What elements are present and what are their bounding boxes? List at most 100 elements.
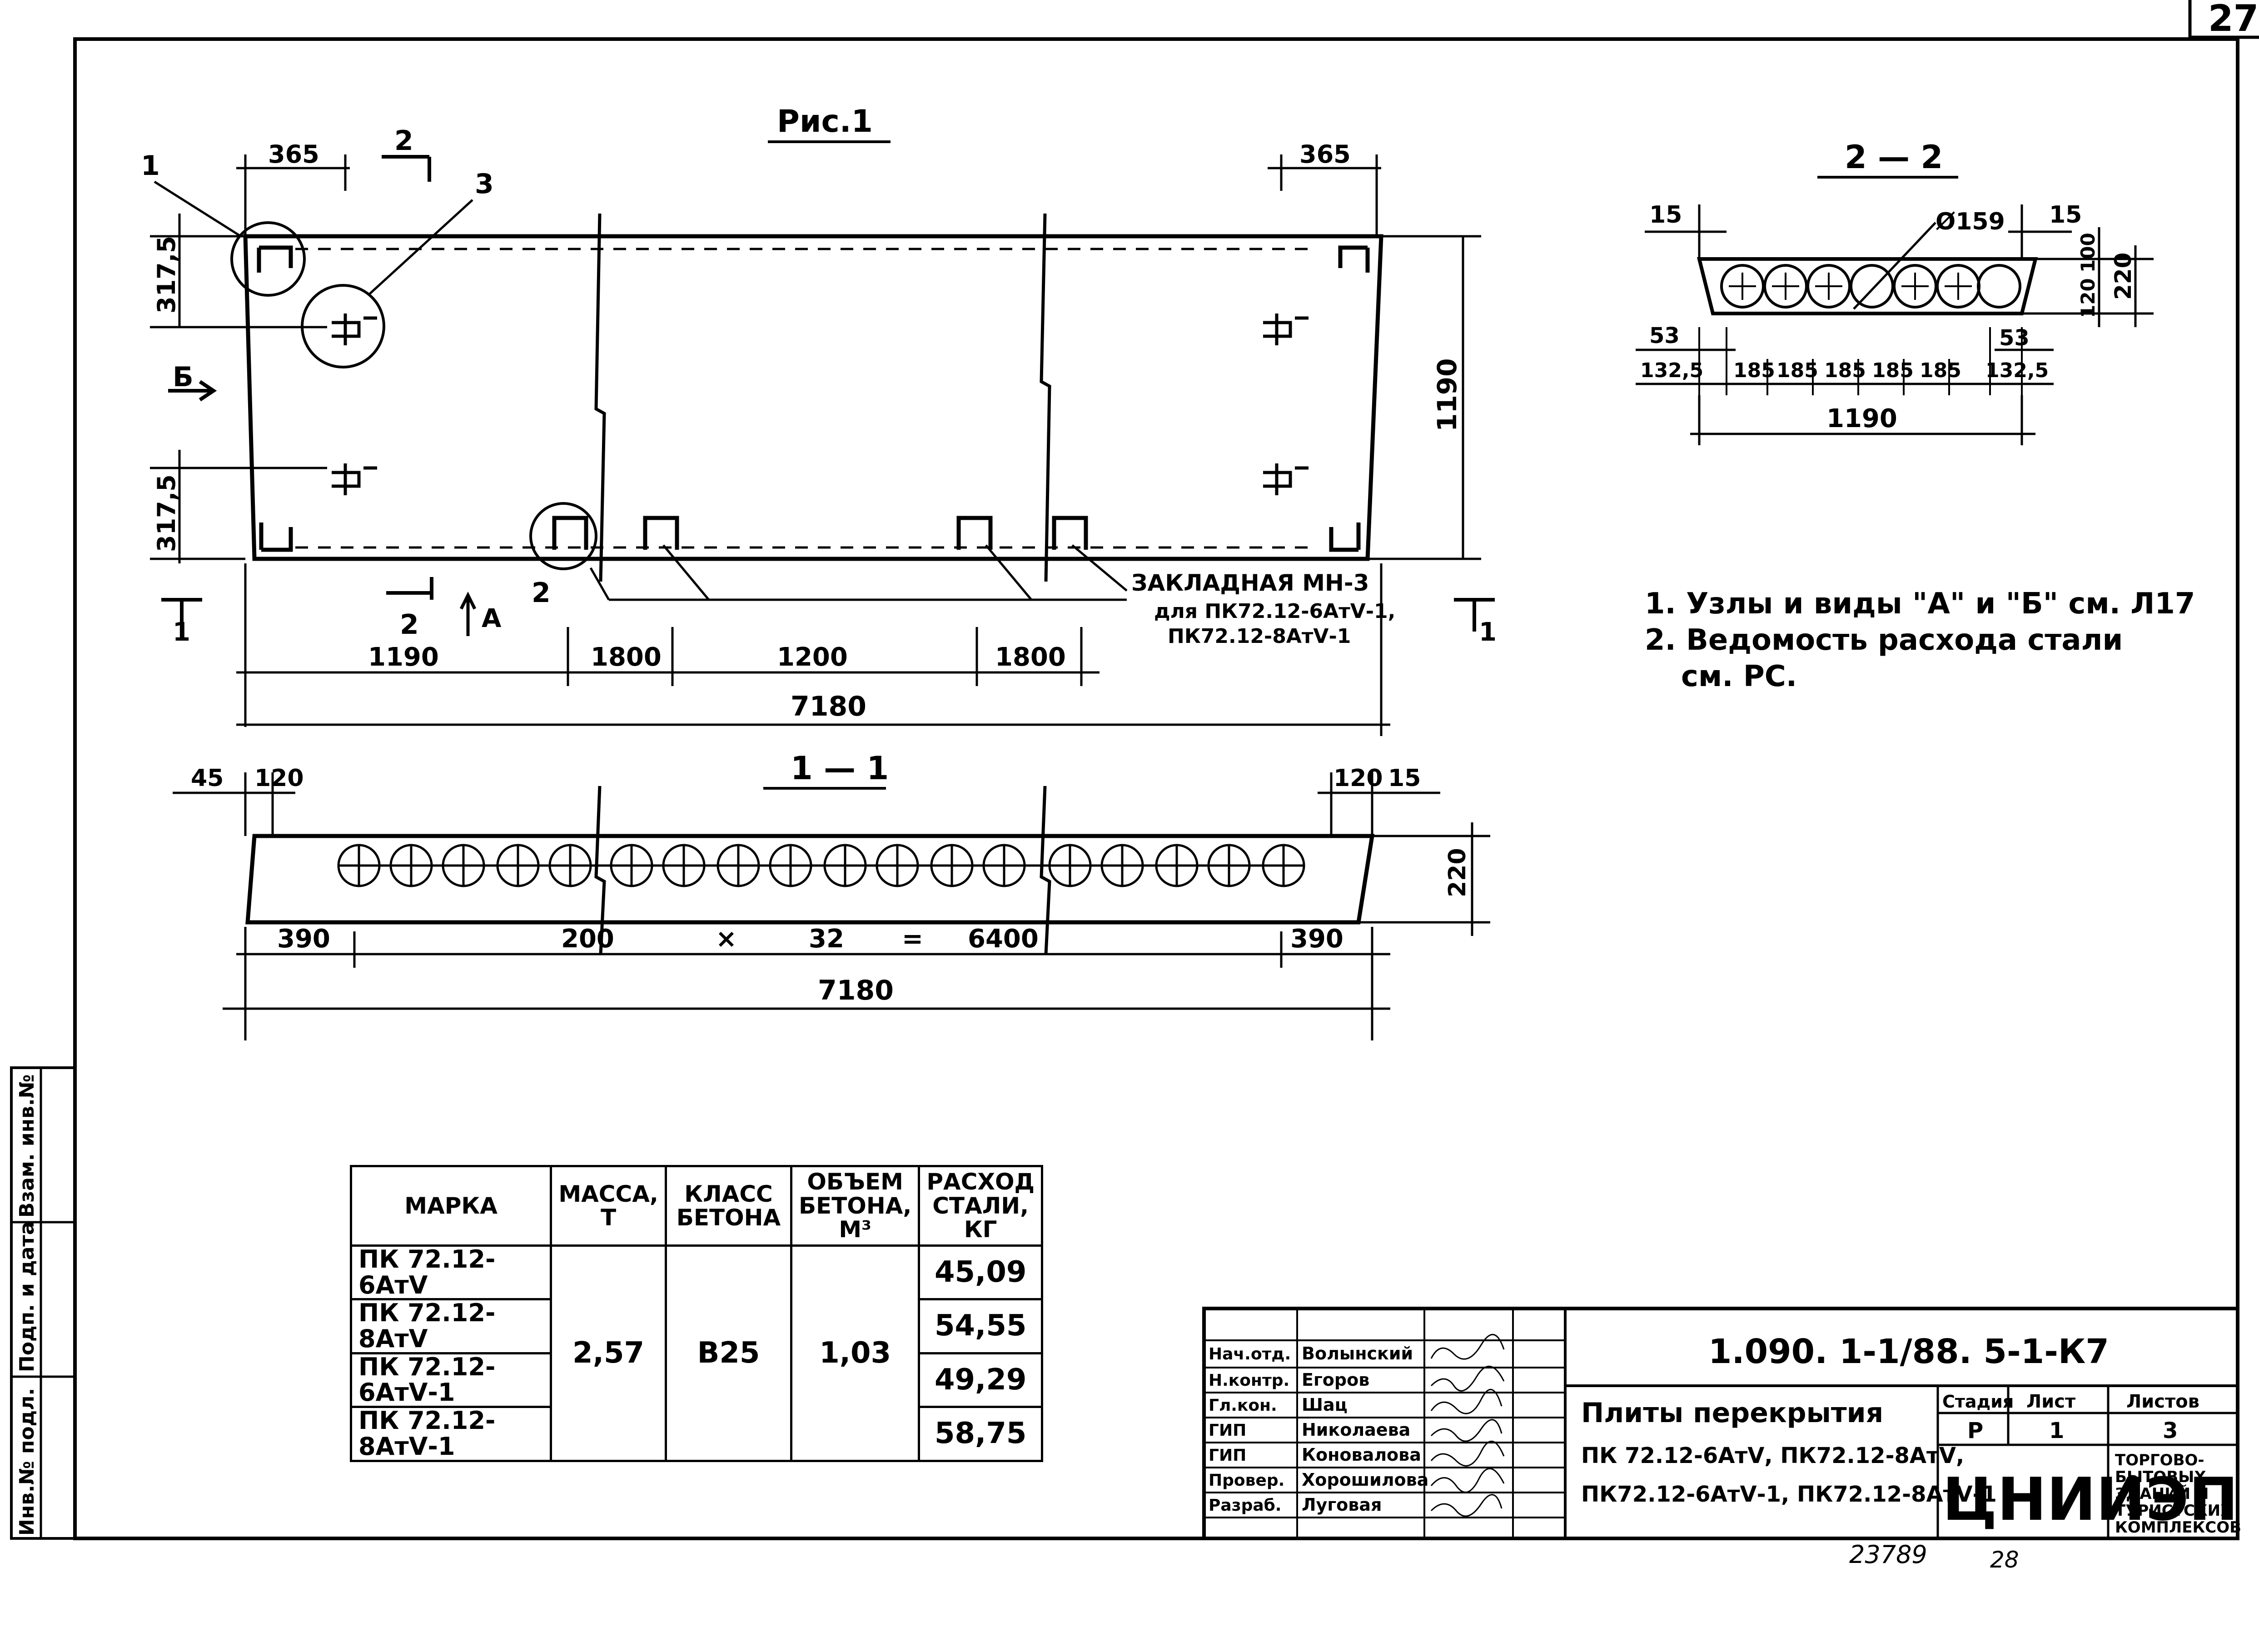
note-2: 2. Ведомость расхода стали <box>1645 623 2123 657</box>
side-stamp-replace: Взам. инв.№ <box>15 1074 39 1218</box>
section-2-top: 2 <box>394 125 413 157</box>
section-1-1: 1 — 1 45 120 120 15 220 <box>173 750 1490 1040</box>
footer-sheet: 28 <box>1990 1547 2019 1573</box>
section-11-expr-5: 6400 <box>968 924 1039 954</box>
sheet-label: Лист <box>2026 1391 2076 1412</box>
section-1-left: 1 <box>173 617 190 647</box>
section-11-title: 1 — 1 <box>791 750 889 787</box>
side-stamp: Инв.№ подл. Подп. и дата Взам. инв.№ <box>10 1066 76 1540</box>
name-5: Хорошилова <box>1302 1470 1428 1490</box>
section-22-dim-5: 185 <box>1920 359 1961 382</box>
title-name-1: Плиты перекрытия <box>1581 1397 1883 1429</box>
section-22-edge-right: 15 <box>2049 201 2082 229</box>
side-stamp-inv: Инв.№ подл. <box>15 1388 39 1536</box>
org-name: ЦНИИЭП <box>1942 1465 2238 1534</box>
org-desc-3: ТУРИСТСКИХ <box>2115 1502 2232 1520</box>
section-22-offset-left: 53 <box>1649 323 1680 348</box>
org-desc-4: КОМПЛЕКСОВ <box>2115 1518 2241 1537</box>
view-a-marker: A <box>482 604 502 633</box>
section-22-dim-1: 185 <box>1733 359 1775 382</box>
name-0: Волынский <box>1302 1343 1413 1363</box>
plan-seg-1: 1190 <box>368 642 439 672</box>
section-11-expr-2: × <box>716 924 737 954</box>
section-22-offset-right: 53 <box>1999 325 2030 351</box>
plan-dim-365-left: 365 <box>268 140 319 169</box>
section-11-spacing-right: 390 <box>1290 924 1343 954</box>
callout-2: 2 <box>532 577 551 609</box>
section-11-edge-45: 45 <box>191 765 224 792</box>
section-2-bottom: 2 <box>400 609 419 641</box>
sheets-label: Листов <box>2126 1391 2199 1412</box>
role-1: Н.контр. <box>1209 1371 1289 1390</box>
embedded-label: ЗАКЛАДНАЯ МН-3 <box>1131 570 1369 596</box>
callout-1: 1 <box>141 150 160 182</box>
class-value: В25 <box>665 1244 792 1462</box>
row-steel-2: 49,29 <box>918 1352 1043 1408</box>
section-11-expr-4: = <box>902 924 923 954</box>
section-2-2: 2 — 2 Ø159 15 15 220 120 100 53 <box>1636 139 2154 445</box>
row-steel-0: 45,09 <box>918 1244 1043 1301</box>
section-11-edge-15: 15 <box>1388 765 1421 792</box>
row-mark-0: ПК 72.12-6АтⅤ <box>349 1244 552 1301</box>
th-volume: ОБЪЕМ БЕТОНА, М³ <box>790 1165 921 1247</box>
plan-total-length: 7180 <box>791 691 866 722</box>
name-4: Коновалова <box>1302 1445 1421 1465</box>
title-block: Нач.отд. Волынский Н.контр. Егоров Гл.ко… <box>1202 1307 2241 1540</box>
section-11-edge-120-right: 120 <box>1334 765 1383 792</box>
note-1: 1. Узлы и виды "А" и "Б" см. Л17 <box>1645 587 2195 621</box>
section-11-expr-3: 32 <box>809 924 844 954</box>
role-2: Гл.кон. <box>1209 1396 1277 1415</box>
role-5: Провер. <box>1209 1471 1284 1490</box>
page-number: 27 <box>2208 0 2259 40</box>
section-22-diameter: Ø159 <box>1936 208 2005 235</box>
title-name-2: ПК 72.12-6АтⅤ, ПК72.12-8АтⅤ, <box>1581 1443 1964 1468</box>
figure-title: Рис.1 <box>777 104 873 139</box>
section-22-dim-4: 185 <box>1872 359 1914 382</box>
signatures <box>1430 1334 1505 1517</box>
section-22-dim-2: 185 <box>1776 359 1818 382</box>
section-11-holes <box>337 844 1305 887</box>
plan-dim-365-right: 365 <box>1299 140 1351 169</box>
org-desc-0: ТОРГОВО- <box>2115 1451 2204 1469</box>
section-22-dim-3: 185 <box>1824 359 1866 382</box>
role-3: ГИП <box>1209 1421 1246 1440</box>
section-22-dim-6: 132,5 <box>1985 359 2049 382</box>
section-11-spacing-left: 390 <box>277 924 330 954</box>
stage-label: Стадия <box>1942 1392 2014 1412</box>
org-desc-1: БЫТОВЫХ <box>2115 1468 2206 1486</box>
section-b-marker: Б <box>173 361 194 393</box>
role-4: ГИП <box>1209 1446 1246 1465</box>
name-2: Шац <box>1302 1395 1348 1415</box>
callout-3: 3 <box>475 168 494 200</box>
frame-border <box>73 37 2239 1540</box>
side-stamp-sign: Подп. и дата <box>15 1221 39 1372</box>
embedded-for-2: ПК72.12-8АтⅤ-1 <box>1168 625 1351 648</box>
sheet-value: 1 <box>2049 1418 2064 1443</box>
drawing-code: 1.090. 1-1/88. 5-1-К7 <box>1708 1332 2109 1371</box>
volume-value: 1,03 <box>790 1244 921 1462</box>
section-22-holes <box>1720 264 2021 309</box>
section-22-title: 2 — 2 <box>1845 139 1943 176</box>
name-1: Егоров <box>1302 1370 1369 1390</box>
sheets-value: 3 <box>2163 1418 2178 1443</box>
th-mass: МАССА, Т <box>550 1165 667 1247</box>
notes: 1. Узлы и виды "А" и "Б" см. Л17 2. Ведо… <box>1645 587 2195 693</box>
name-3: Николаева <box>1302 1420 1410 1440</box>
row-mark-2: ПК 72.12-6АтⅤ-1 <box>349 1352 552 1408</box>
section-22-width: 1190 <box>1826 404 1897 433</box>
name-6: Луговая <box>1302 1495 1382 1515</box>
section-22-dim-0: 132,5 <box>1640 359 1703 382</box>
th-mark: МАРКА <box>349 1165 552 1247</box>
section-22-edge-left: 15 <box>1649 201 1682 229</box>
plan-seg-4: 1800 <box>995 642 1066 672</box>
footer-inventory: 23789 <box>1849 1540 1927 1569</box>
th-steel: РАСХОД СТАЛИ, КГ <box>918 1165 1043 1247</box>
title-name-3: ПК72.12-6АтⅤ-1, ПК72.12-8АтⅤ-1 <box>1581 1482 1997 1507</box>
org-desc-2: ЗДАНИЙ И <box>2115 1484 2209 1503</box>
spec-table: МАРКА МАССА, Т КЛАСС БЕТОНА ОБЪЕМ БЕТОНА… <box>349 1165 1043 1462</box>
row-mark-3: ПК 72.12-8АтⅤ-1 <box>349 1406 552 1462</box>
section-11-total: 7180 <box>818 975 894 1006</box>
plan-dim-1190-height: 1190 <box>1432 358 1463 432</box>
role-0: Нач.отд. <box>1209 1345 1291 1363</box>
